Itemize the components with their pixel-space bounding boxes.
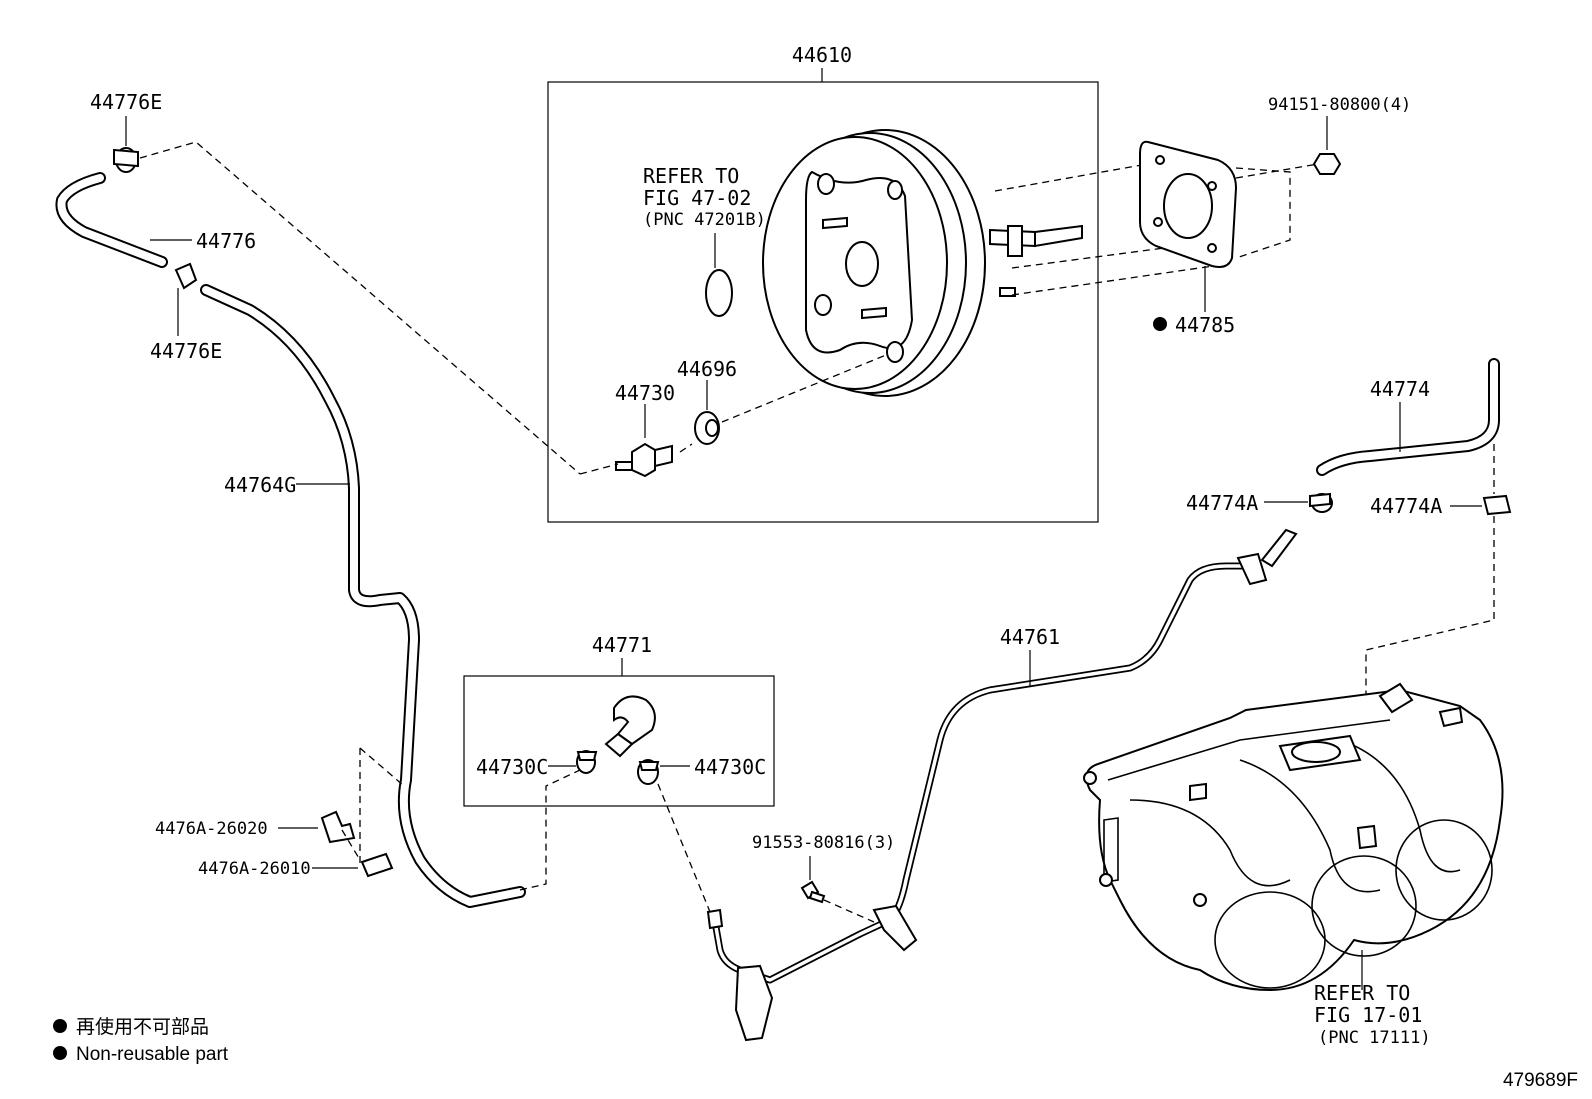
refer-booster-line3: (PNC 47201B) <box>643 210 766 230</box>
label-44764G[interactable]: 44764G <box>224 473 296 497</box>
clamp-44730C-left-drawing <box>576 750 598 774</box>
label-4476A-26010[interactable]: 4476A-26010 <box>198 859 311 879</box>
label-4476A-26020[interactable]: 4476A-26020 <box>155 819 268 839</box>
clamp-44774A-right-drawing <box>1482 494 1512 516</box>
figure-id: 479689F <box>1503 1070 1578 1091</box>
label-44774A-left[interactable]: 44774A <box>1186 491 1258 515</box>
label-44696[interactable]: 44696 <box>677 357 737 381</box>
clip-26010-drawing <box>360 852 394 878</box>
hose-44776-drawing <box>55 172 168 268</box>
booster-assembly-group: 44610 REFER TO FIG 47-02 (PNC 47201B) <box>547 43 1099 523</box>
label-44730[interactable]: 44730 <box>615 381 675 405</box>
label-91553-80816[interactable]: 91553-80816(3) <box>752 833 895 853</box>
refer-booster-line1: REFER TO <box>643 164 739 188</box>
bolt-91553-drawing <box>800 880 826 904</box>
legend-dot-en <box>53 1046 67 1060</box>
label-44730C-right[interactable]: 44730C <box>694 755 766 779</box>
nut-drawing <box>1312 153 1342 175</box>
refer-booster-line2: FIG 47-02 <box>643 186 751 210</box>
refer-manifold-line2: FIG 17-01 <box>1314 1003 1422 1027</box>
refer-manifold-line3: (PNC 17111) <box>1318 1028 1431 1048</box>
check-valve-drawing <box>615 442 673 478</box>
label-44785[interactable]: 44785 <box>1175 313 1235 337</box>
clamp-44774A-left-drawing <box>1309 492 1333 513</box>
label-44610[interactable]: 44610 <box>792 43 852 67</box>
intake-manifold-drawing <box>1083 682 1504 992</box>
gasket-drawing <box>1139 140 1238 268</box>
label-44776[interactable]: 44776 <box>196 229 256 253</box>
o-ring-drawing <box>705 269 733 317</box>
non-reusable-marker <box>1153 317 1167 331</box>
vacuum-pipe-44761-drawing <box>706 528 1298 1042</box>
label-44776E-bottom[interactable]: 44776E <box>150 339 222 363</box>
legend-en: Non-reusable part <box>76 1044 229 1065</box>
label-94151-80800[interactable]: 94151-80800(4) <box>1268 95 1411 115</box>
hose-44774-drawing <box>1316 358 1500 476</box>
label-44774[interactable]: 44774 <box>1370 377 1430 401</box>
brake-booster-drawing <box>762 129 1083 397</box>
refer-manifold-line1: REFER TO <box>1314 981 1410 1005</box>
legend-jp: 再使用不可部品 <box>76 1016 209 1038</box>
label-44776E-top[interactable]: 44776E <box>90 90 162 114</box>
hose-clamp-bottom-drawing <box>174 262 198 290</box>
booster-assembly-box <box>547 81 1099 523</box>
hose-clamp-top-drawing <box>113 147 139 173</box>
elbow-connector-drawing <box>604 695 656 758</box>
hose-44764G-drawing <box>200 284 526 908</box>
grommet-drawing <box>694 411 720 445</box>
legend-dot-jp <box>53 1019 67 1033</box>
label-44730C-left[interactable]: 44730C <box>476 755 548 779</box>
connector-assembly-box <box>463 675 775 807</box>
clip-26020-drawing <box>320 810 356 844</box>
label-44761[interactable]: 44761 <box>1000 625 1060 649</box>
clamp-44730C-right-drawing <box>637 759 660 785</box>
connector-assembly-group: 44771 44730C 44730C <box>463 633 775 807</box>
label-44771[interactable]: 44771 <box>592 633 652 657</box>
label-44774A-right[interactable]: 44774A <box>1370 494 1442 518</box>
